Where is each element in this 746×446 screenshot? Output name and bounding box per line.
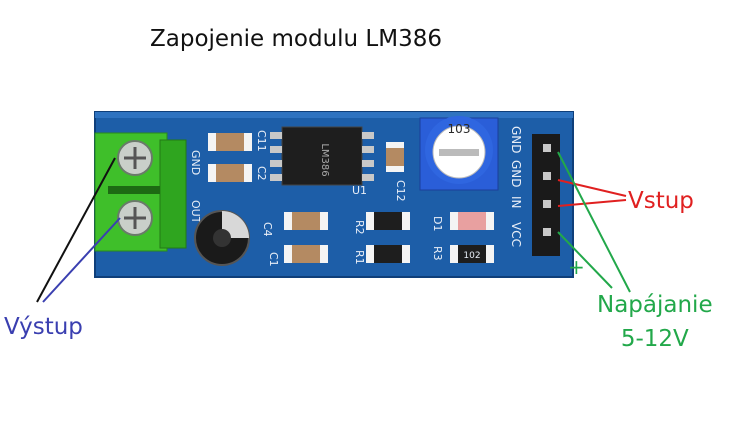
power-wire-vcc bbox=[557, 231, 613, 289]
plus-label: + bbox=[568, 255, 585, 279]
label-r1: R1 bbox=[353, 250, 366, 265]
label-c4: C4 bbox=[261, 222, 274, 237]
pot-text: 103 bbox=[448, 122, 471, 136]
pin-header bbox=[532, 134, 560, 256]
potentiometer: 103 bbox=[419, 116, 499, 191]
output-wire-blue bbox=[42, 217, 121, 303]
pin-label-gnd-2: GND bbox=[509, 160, 523, 188]
input-label: Vstup bbox=[628, 188, 694, 214]
input-wire-2 bbox=[557, 199, 627, 207]
lm386-chip: LM386 bbox=[270, 126, 374, 186]
terminal-label-out: OUT bbox=[189, 200, 202, 224]
pin-label-in: IN bbox=[509, 196, 523, 209]
label-c1: C1 bbox=[267, 252, 280, 267]
screw-terminal bbox=[94, 132, 187, 252]
diagram-title: Zapojenie modulu LM386 bbox=[150, 26, 442, 52]
power-label-line2: 5-12V bbox=[620, 326, 689, 352]
power-label: Napájanie 5-12V bbox=[597, 288, 713, 356]
pin-label-gnd-1: GND bbox=[509, 126, 523, 154]
label-c11: C11 bbox=[255, 130, 268, 152]
output-wire-black bbox=[36, 157, 116, 303]
electrolytic-capacitor bbox=[194, 210, 250, 266]
label-c12: C12 bbox=[394, 180, 407, 202]
power-label-line1: Napájanie bbox=[597, 292, 713, 318]
label-c2: C2 bbox=[255, 166, 268, 181]
label-r2: R2 bbox=[353, 220, 366, 235]
power-wire-gnd bbox=[557, 151, 631, 293]
label-d1: D1 bbox=[431, 216, 444, 231]
output-label: Výstup bbox=[4, 314, 83, 340]
resistor-code: 102 bbox=[463, 251, 480, 261]
terminal-label-gnd: GND bbox=[189, 150, 202, 175]
label-r3: R3 bbox=[431, 246, 444, 261]
label-u1: U1 bbox=[352, 184, 367, 197]
pin-label-vcc: VCC bbox=[509, 222, 523, 247]
chip-text: LM386 bbox=[319, 143, 330, 176]
input-wire-1 bbox=[557, 179, 627, 197]
